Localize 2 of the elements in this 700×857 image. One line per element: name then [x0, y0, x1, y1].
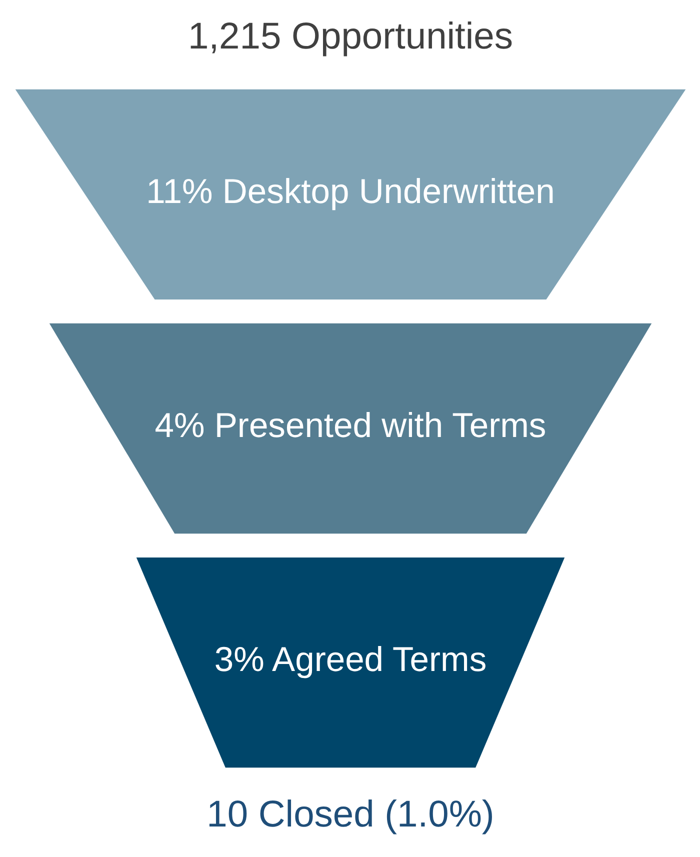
label: 10 Closed (1.0%)	[206, 792, 494, 835]
label: 1,215 Opportunities	[188, 14, 512, 57]
